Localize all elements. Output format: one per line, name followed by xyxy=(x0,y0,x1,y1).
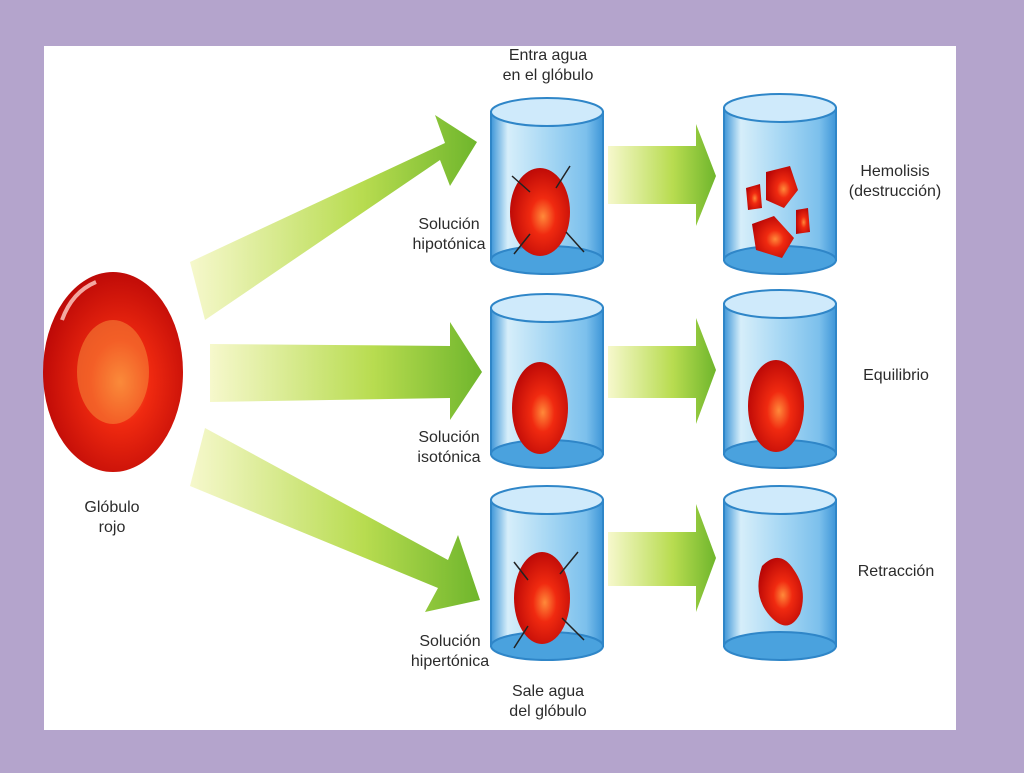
arrow-to-hypotonic xyxy=(190,115,477,320)
water-out-arrows-icon xyxy=(513,551,585,649)
label-water-out: Sale agua del glóbulo xyxy=(509,683,587,720)
arrow-hypotonic-result xyxy=(608,124,716,226)
beaker-hypertonic xyxy=(490,485,604,661)
label-hypertonic: Solución hipertónica xyxy=(410,633,490,670)
label-retraction: Retracción xyxy=(857,563,935,580)
label-equilibrium: Equilibrio xyxy=(863,367,929,384)
beaker-hypotonic xyxy=(490,97,604,275)
crenated-cell xyxy=(758,557,803,626)
normal-cell xyxy=(512,362,568,454)
beaker-hemolysis xyxy=(723,93,837,275)
beaker-equilibrium xyxy=(723,289,837,469)
red-blood-cell-main xyxy=(43,272,183,472)
beaker-isotonic xyxy=(490,293,604,469)
shrinking-cell xyxy=(514,552,570,644)
arrow-to-isotonic xyxy=(210,322,482,420)
label-water-in: Entra agua en el glóbulo xyxy=(502,47,594,84)
arrow-hypertonic-result xyxy=(608,504,716,612)
arrow-isotonic-result xyxy=(608,318,716,424)
equilibrium-cell xyxy=(748,360,804,452)
water-in-arrows-icon xyxy=(511,165,585,255)
cell-fragments-icon xyxy=(746,166,810,258)
label-isotonic: Solución isotónica xyxy=(417,429,481,466)
beaker-retraction xyxy=(723,485,837,661)
swollen-cell xyxy=(510,168,570,256)
label-red-blood-cell: Glóbulo rojo xyxy=(84,499,140,536)
label-hemolysis: Hemolisis (destrucción) xyxy=(848,163,942,200)
arrow-to-hypertonic xyxy=(190,428,480,612)
label-hypotonic: Solución hipotónica xyxy=(412,216,486,253)
